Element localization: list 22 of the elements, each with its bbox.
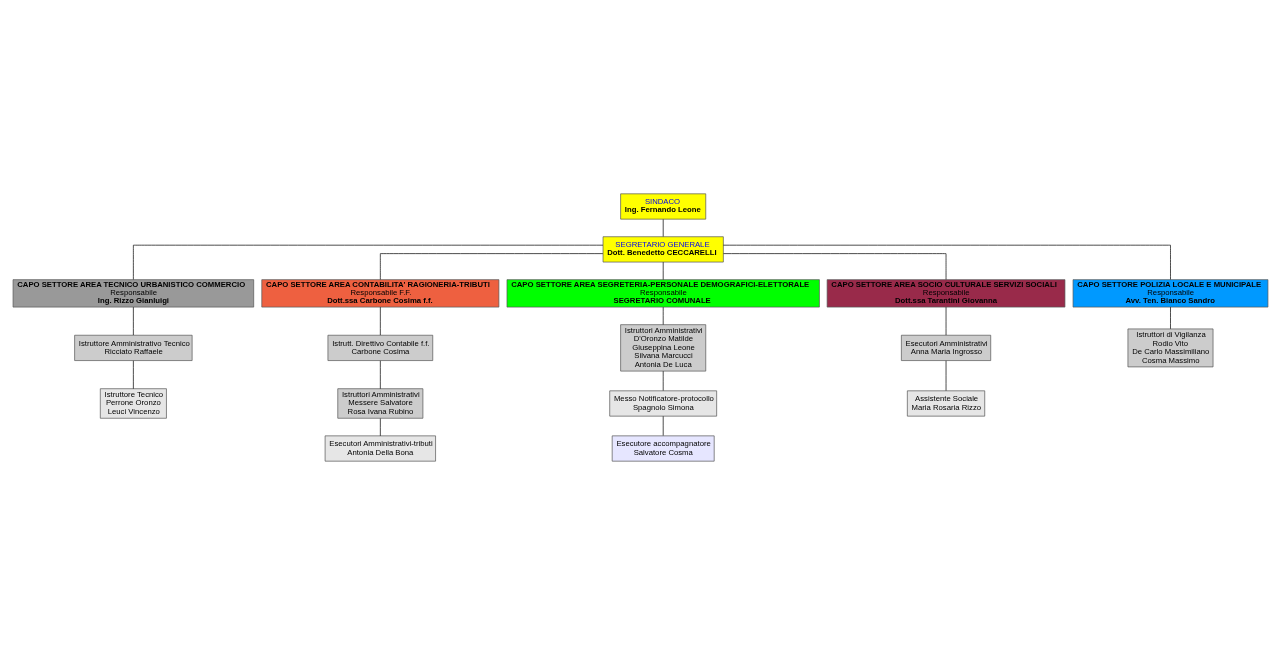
node-box: Istruttori di Vigilanza Rodio Vito De Carlo Massimiliano Cosma Massimo (1127, 328, 1214, 368)
node-box: Istrutt. Direttivo Contabile f.f. Carbone Cosima (327, 334, 434, 361)
node-box: CAPO SETTORE AREA TECNICO URBANISTICO COMMERCIO Responsabile Ing. Rizzo Gianluigi (12, 279, 255, 308)
node-box: SINDACO Ing. Fernando Leone (620, 193, 707, 220)
node-box: Istruttore Tecnico Perrone Oronzo Leuci Vincenzo (99, 388, 167, 419)
connector (723, 244, 1171, 280)
node-box: SEGRETARIO GENERALE Dott. Benedetto CECCARELLI (602, 236, 724, 263)
node-box: CAPO SETTORE AREA SEGRETERIA-PERSONALE DEMOGRAFICI-ELETTORALE Responsabile SEGRETARIO COMUNALE (506, 279, 820, 308)
node-box: CAPO SETTORE AREA SOCIO CULTURALE SERVIZI SOCIALI Responsabile Dott.ssa Tarantini Giovanna (826, 279, 1066, 308)
node-box: Istruttori Amministrativi D'Oronzo Matilde Giuseppina Leone Silvana Marcucci Antonia De Luca (620, 324, 707, 372)
connector (1170, 306, 1171, 330)
node-box: Messo Notificatore-protocollo Spagnolo Simona (609, 390, 717, 417)
node-box: Esecutori Amministrativi Anna Maria Ingrosso (901, 334, 992, 361)
connector (133, 306, 134, 336)
node-box: Esecutore accompagnatore Salvatore Cosma (611, 435, 715, 462)
node-box: CAPO SETTORE AREA CONTABILITA' RAGIONERIA-TRIBUTI Responsabile F.F. Dott.ssa Carbone Cosima f.f. (261, 279, 500, 308)
node-box: CAPO SETTORE POLIZIA LOCALE E MUNICIPALE Responsabile Avv. Ten. Bianco Sandro (1072, 279, 1269, 308)
connector (380, 418, 381, 437)
node-box: Esecutori Amministrativi-tributi Antonia Della Bona (324, 435, 436, 462)
node-box: Assistente Sociale Maria Rosaria Rizzo (907, 390, 986, 417)
node-box: Istruttore Amministrativo Tecnico Ricciato Raffaele (74, 334, 193, 361)
node-box: Istruttori Amministrativi Messere Salvatore Rosa Ivana Rubino (337, 388, 424, 419)
